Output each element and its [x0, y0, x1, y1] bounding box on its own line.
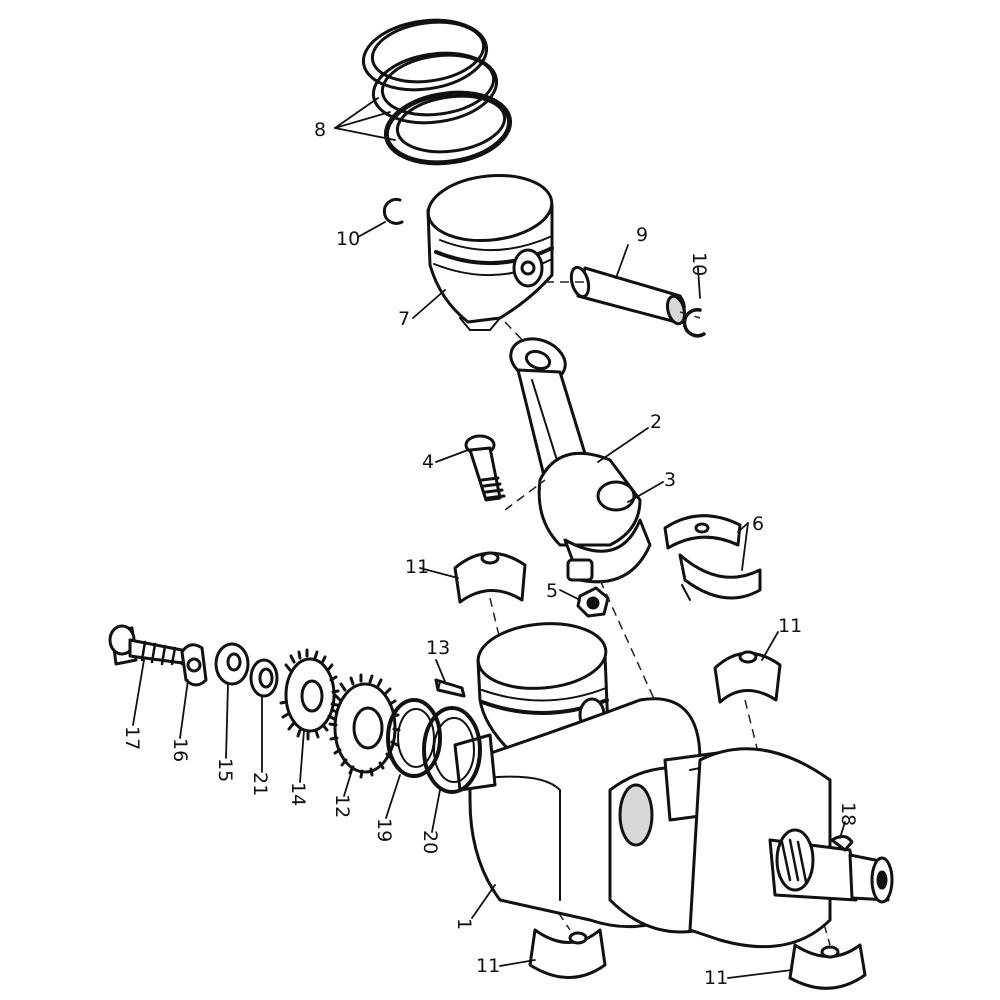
label-part-20: 20	[419, 830, 441, 854]
label-part-9: 9	[636, 224, 648, 246]
leader-lines	[132, 97, 846, 979]
label-part-11-lower-right: 11	[704, 967, 728, 989]
crankshaft	[453, 697, 894, 949]
label-part-12: 12	[331, 794, 353, 818]
rod-bearing-lower	[678, 553, 762, 601]
piston-pin	[569, 265, 687, 326]
label-part-1: 1	[453, 918, 475, 930]
rod-nut	[576, 586, 610, 618]
label-part-8: 8	[314, 119, 326, 141]
label-part-10-right: 10	[688, 252, 710, 276]
label-part-14: 14	[287, 782, 309, 806]
label-part-13: 13	[426, 637, 450, 659]
connecting-rod	[509, 337, 652, 584]
label-part-15: 15	[214, 758, 236, 782]
woodruff-key	[830, 835, 854, 852]
rod-bearing-upper	[663, 514, 742, 550]
label-part-6: 6	[752, 513, 764, 535]
part-labels: 8 10 9 10 7 2 3 4 6 11 5 11 13 17 16 15 …	[121, 119, 859, 989]
piston	[426, 174, 554, 331]
lock-washer	[180, 643, 208, 687]
label-part-11-upper-right: 11	[778, 615, 802, 637]
label-part-21: 21	[249, 772, 271, 796]
main-bearing-right-lower	[788, 943, 867, 990]
label-part-17: 17	[121, 726, 143, 750]
label-part-5: 5	[546, 580, 558, 602]
label-part-7: 7	[398, 308, 410, 330]
label-part-11-lower-left: 11	[476, 955, 500, 977]
tab-washer	[214, 642, 250, 686]
label-part-11-upper-left: 11	[405, 556, 429, 578]
gear-key	[434, 678, 466, 698]
snap-ring	[386, 698, 442, 778]
piston-pin-clip-right	[682, 308, 706, 338]
main-bearing-left-lower	[528, 928, 607, 979]
primary-gear-small	[279, 648, 340, 741]
rod-bolt	[464, 434, 506, 502]
main-bearing-right-upper	[713, 650, 782, 704]
piston-rings	[361, 18, 513, 166]
main-bearing-left-upper	[453, 551, 527, 604]
label-part-3: 3	[664, 469, 676, 491]
crank-bolt	[108, 624, 194, 666]
thrust-ring	[422, 706, 482, 794]
label-part-16: 16	[169, 738, 191, 762]
label-part-2: 2	[650, 411, 662, 433]
label-part-19: 19	[373, 818, 395, 842]
label-part-18: 18	[837, 802, 859, 826]
plain-washer	[249, 658, 279, 698]
label-part-4: 4	[422, 451, 434, 473]
piston-pin-clip-left	[382, 197, 404, 225]
label-part-10-left: 10	[336, 228, 360, 250]
primary-gear-large	[328, 673, 401, 779]
